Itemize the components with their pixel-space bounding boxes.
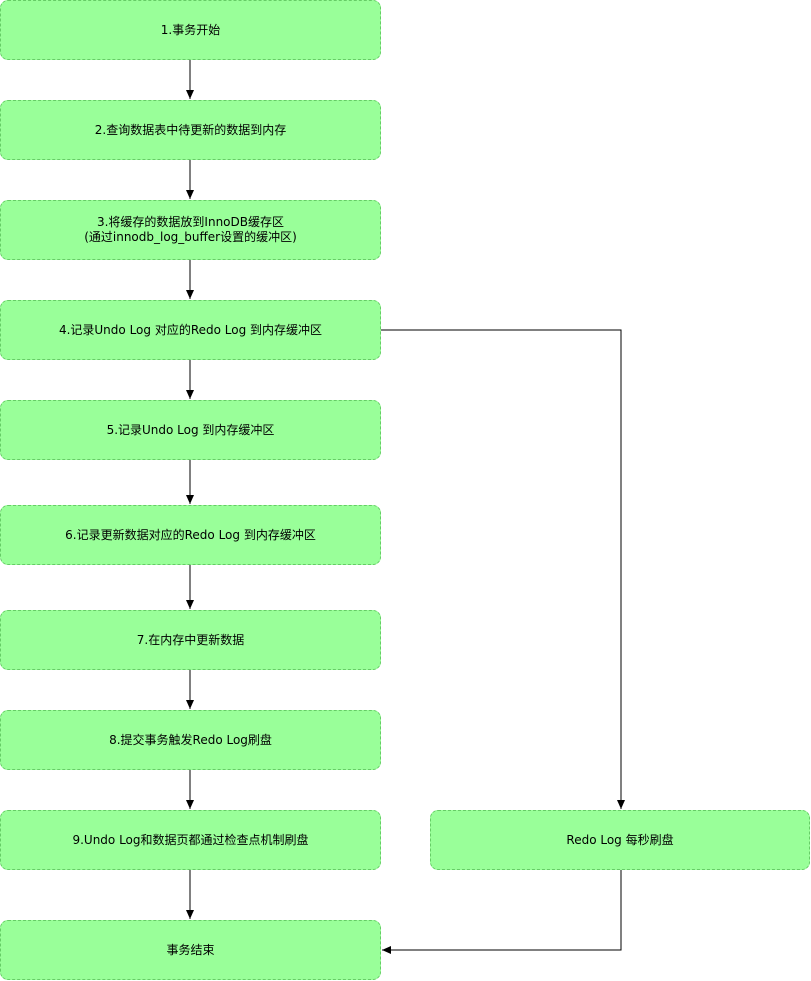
node-9-label: 9.Undo Log和数据页都通过检查点机制刷盘 bbox=[72, 832, 309, 847]
node-cache-to-innodb: 3.将缓存的数据放到InnoDB缓存区 (通过innodb_log_buffer… bbox=[0, 200, 381, 260]
edge-4-redo bbox=[381, 329, 625, 809]
node-transaction-end: 事务结束 bbox=[0, 920, 381, 980]
node-query-data: 2.查询数据表中待更新的数据到内存 bbox=[0, 100, 381, 160]
node-4-label: 4.记录Undo Log 对应的Redo Log 到内存缓冲区 bbox=[58, 322, 323, 337]
node-commit-flush: 8.提交事务触发Redo Log刷盘 bbox=[0, 710, 381, 770]
node-record-undo: 5.记录Undo Log 到内存缓冲区 bbox=[0, 400, 381, 460]
node-end-label: 事务结束 bbox=[166, 942, 215, 957]
node-6-label: 6.记录更新数据对应的Redo Log 到内存缓冲区 bbox=[65, 527, 316, 542]
node-1-label: 1.事务开始 bbox=[160, 22, 221, 37]
node-7-label: 7.在内存中更新数据 bbox=[136, 632, 245, 647]
node-redo-per-second: Redo Log 每秒刷盘 bbox=[430, 810, 810, 870]
node-transaction-start: 1.事务开始 bbox=[0, 0, 381, 60]
node-8-label: 8.提交事务触发Redo Log刷盘 bbox=[109, 732, 272, 747]
node-record-undo-redo: 4.记录Undo Log 对应的Redo Log 到内存缓冲区 bbox=[0, 300, 381, 360]
node-update-memory: 7.在内存中更新数据 bbox=[0, 610, 381, 670]
node-checkpoint-flush: 9.Undo Log和数据页都通过检查点机制刷盘 bbox=[0, 810, 381, 870]
node-record-redo: 6.记录更新数据对应的Redo Log 到内存缓冲区 bbox=[0, 505, 381, 565]
node-3-label-line1: 3.将缓存的数据放到InnoDB缓存区 bbox=[96, 215, 284, 229]
node-2-label: 2.查询数据表中待更新的数据到内存 bbox=[94, 122, 287, 137]
edge-redo-end bbox=[382, 870, 622, 954]
node-3-label-line2: (通过innodb_log_buffer设置的缓冲区) bbox=[84, 230, 297, 244]
node-5-label: 5.记录Undo Log 到内存缓冲区 bbox=[106, 422, 275, 437]
node-redo-label: Redo Log 每秒刷盘 bbox=[566, 832, 674, 847]
